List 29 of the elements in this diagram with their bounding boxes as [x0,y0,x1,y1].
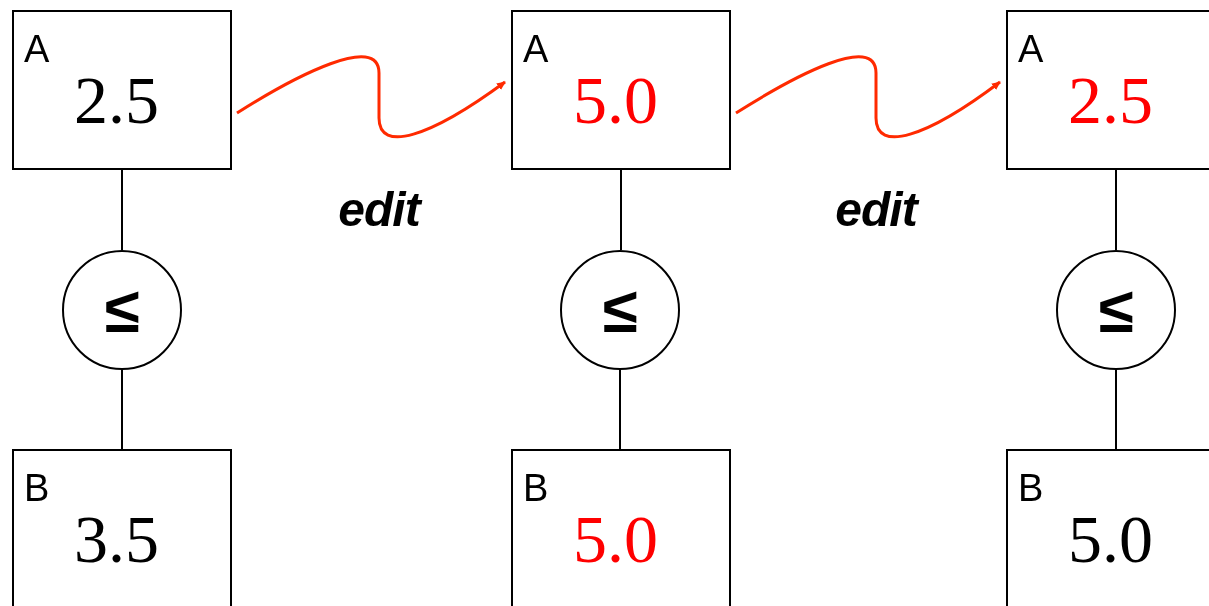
connector-line [620,169,622,251]
variable-label: A [1018,30,1044,68]
value-text: 3.5 [74,505,159,573]
value-text: 5.0 [573,66,658,134]
value-box [1006,10,1209,170]
variable-label: B [1018,469,1044,507]
connector-line [121,169,123,251]
connector-line [121,369,123,450]
variable-label: B [24,469,50,507]
wavy-arrow [236,55,506,139]
value-text: 2.5 [74,66,159,134]
value-box [511,10,731,170]
value-text: 2.5 [1068,66,1153,134]
variable-label: A [523,30,549,68]
value-box [511,449,731,606]
variable-label: B [523,469,549,507]
operator-symbol: ≤ [104,278,140,342]
wavy-arrow [735,55,1001,139]
operator-symbol: ≤ [602,278,638,342]
value-text: 5.0 [1068,505,1153,573]
value-text: 5.0 [573,505,658,573]
value-box [12,449,232,606]
connector-line [1115,369,1117,450]
value-box [1006,449,1209,606]
variable-label: A [24,30,50,68]
connector-line [619,369,621,450]
value-box [12,10,232,170]
operator-symbol: ≤ [1098,278,1134,342]
connector-line [1115,169,1117,251]
